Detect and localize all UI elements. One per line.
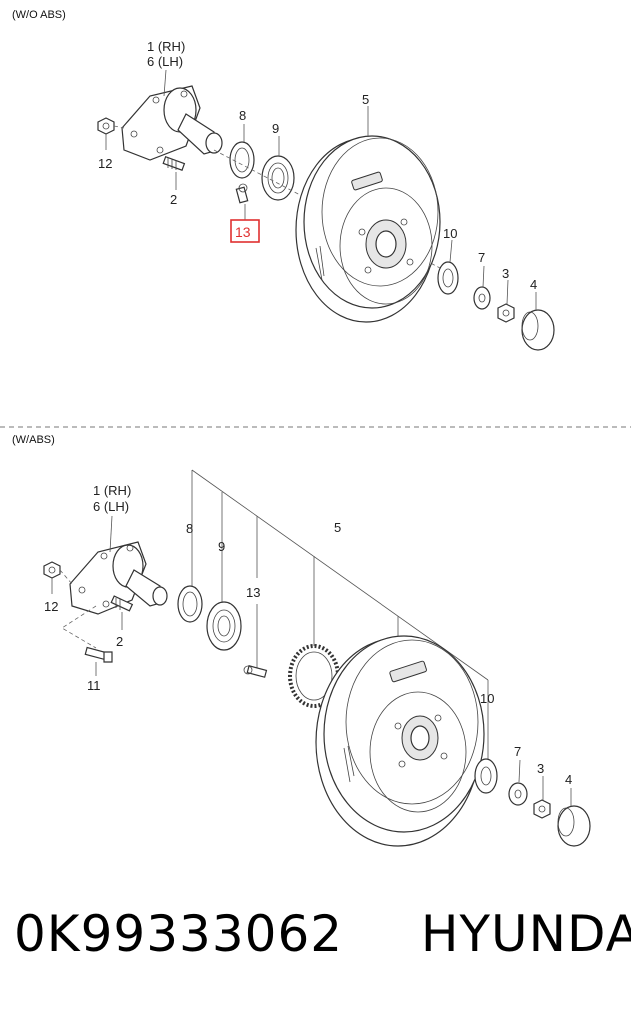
washer-7-abs <box>508 782 528 806</box>
leader-tree <box>191 469 489 760</box>
label-part-8-abs: 8 <box>186 521 193 536</box>
label-part-2: 2 <box>170 192 177 207</box>
label-part-4-abs: 4 <box>565 772 572 787</box>
brake-drum-5-abs <box>315 635 485 847</box>
bolt-13-abs <box>243 665 268 678</box>
label-part-13-abs: 13 <box>246 585 260 600</box>
label-part-7-abs: 7 <box>514 744 521 759</box>
nut-12 <box>97 117 115 135</box>
hub-knuckle-abs <box>69 541 168 615</box>
bearing-9 <box>261 155 295 201</box>
bolt-13 <box>235 183 249 204</box>
hub-knuckle <box>121 85 223 161</box>
section-title-wo-abs: (W/O ABS) <box>12 9 66 21</box>
part-number: 0K99333062 <box>14 905 344 963</box>
label-part-10: 10 <box>443 226 457 241</box>
brand-name: HYUNDAI <box>420 905 631 963</box>
label-part-12-abs: 12 <box>44 599 58 614</box>
label-part-9: 9 <box>272 121 279 136</box>
label-part-7: 7 <box>478 250 485 265</box>
bearing-10 <box>437 261 459 295</box>
oil-seal-8-abs <box>177 585 203 623</box>
bearing-10-abs <box>474 758 498 794</box>
label-part-5-abs: 5 <box>334 520 341 535</box>
label-part-12: 12 <box>98 156 112 171</box>
label-part-6: 6 (LH) <box>147 54 183 69</box>
stud-bolt-2 <box>162 155 186 171</box>
label-part-10-abs: 10 <box>480 691 494 706</box>
nut-12-abs <box>43 561 61 579</box>
label-part-1-abs: 1 (RH) <box>93 483 131 498</box>
part-caption: 0K99333062 HYUNDAI <box>14 905 631 963</box>
label-part-8: 8 <box>239 108 246 123</box>
label-part-13-highlighted: 13 <box>235 224 251 240</box>
brake-drum-5 <box>295 135 441 323</box>
highlight-box-13 <box>230 219 260 243</box>
stud-bolt-2-abs <box>110 595 134 612</box>
hub-cap-4-abs <box>557 805 591 847</box>
label-part-3: 3 <box>502 266 509 281</box>
section-title-w-abs: (W/ABS) <box>12 434 55 446</box>
label-part-4: 4 <box>530 277 537 292</box>
nut-3-abs <box>533 799 551 819</box>
bearing-9-abs <box>206 601 242 651</box>
bolt-11 <box>84 646 113 663</box>
label-part-1: 1 (RH) <box>147 39 185 54</box>
nut-3 <box>497 303 515 323</box>
label-part-9-abs: 9 <box>218 539 225 554</box>
label-part-6-abs: 6 (LH) <box>93 499 129 514</box>
label-part-2-abs: 2 <box>116 634 123 649</box>
label-part-3-abs: 3 <box>537 761 544 776</box>
label-part-5: 5 <box>362 92 369 107</box>
hub-cap-4 <box>521 309 555 351</box>
washer-7 <box>473 286 491 310</box>
oil-seal-8 <box>229 141 255 179</box>
label-part-11: 11 <box>87 678 101 693</box>
